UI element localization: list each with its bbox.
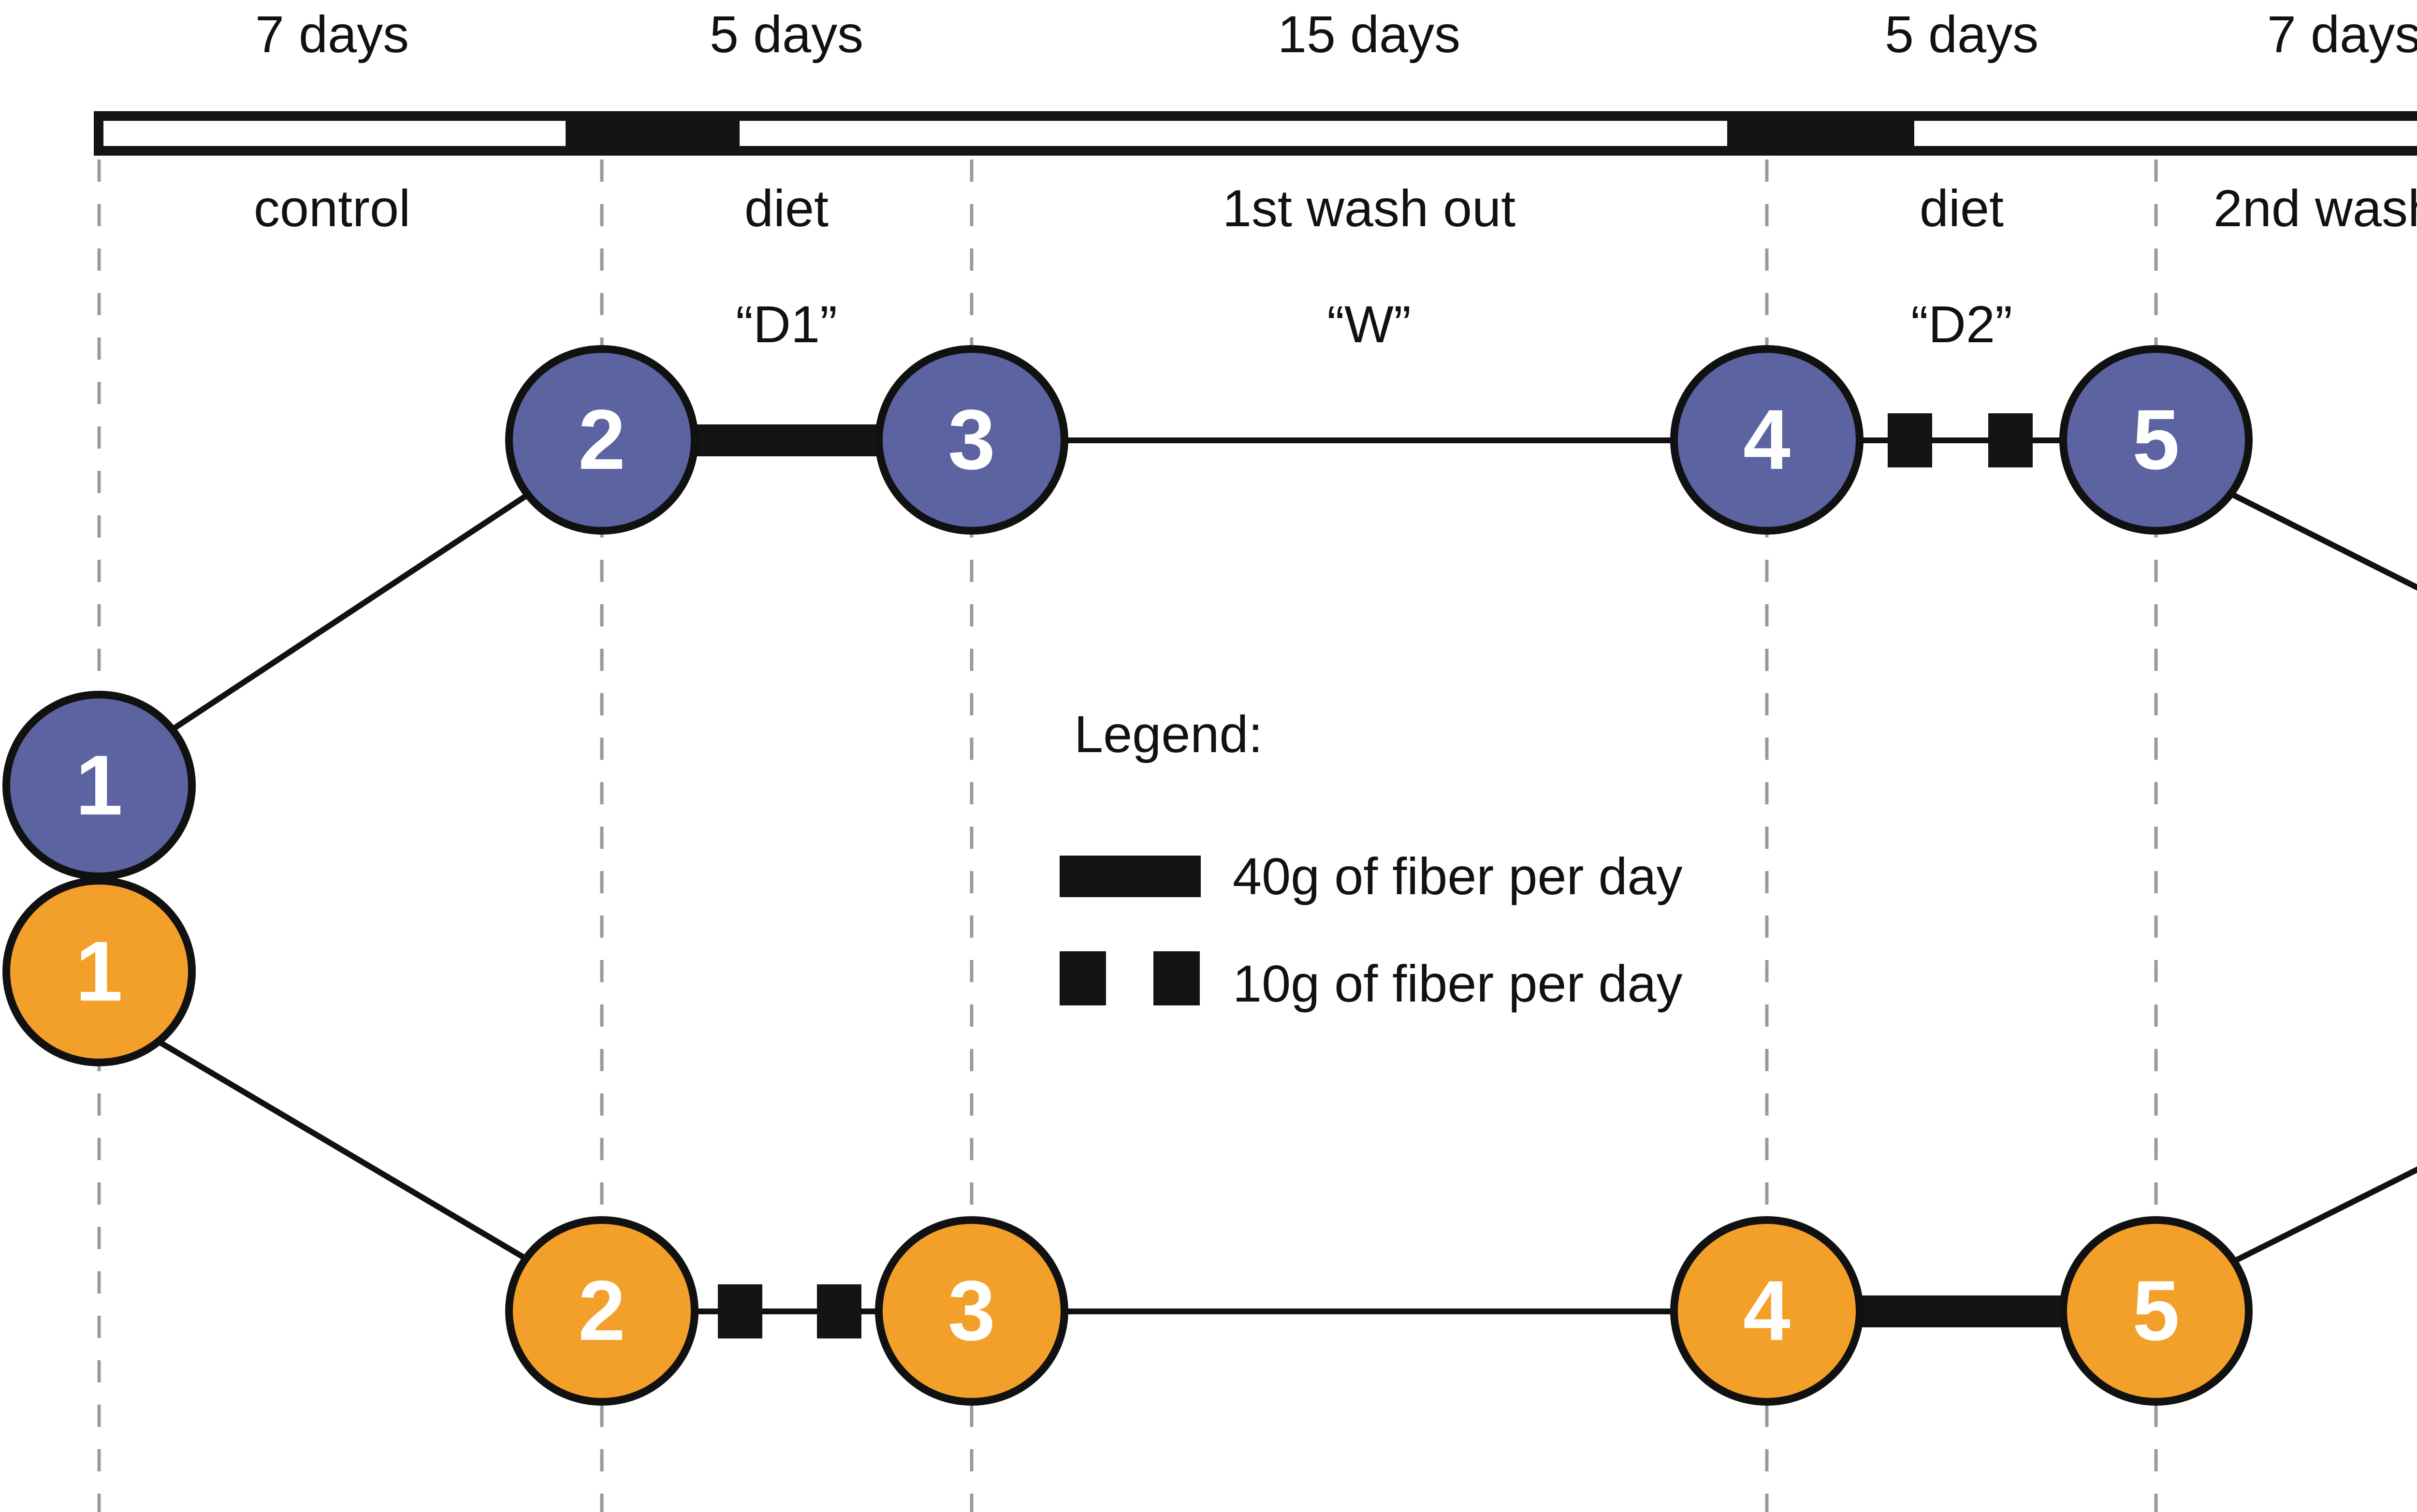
orange-link-4-5-thick <box>1842 1295 2083 1327</box>
node-orange-3-shape[interactable] <box>875 1216 1068 1406</box>
blue-link-4-5-dot-2 <box>1988 413 2033 467</box>
node-orange-1[interactable]: 1 <box>2 877 196 1066</box>
blue-link-4-5-dot-1 <box>1888 413 1932 467</box>
node-orange-5-label: 5 <box>2132 1264 2180 1358</box>
duration-label-diet-2: 5 days <box>1885 5 2038 63</box>
orange-arm-links <box>153 1036 2417 1338</box>
duration-label-washout-2: 7 days <box>2267 5 2417 63</box>
node-orange-3[interactable]: 3 <box>875 1216 1068 1406</box>
node-blue-5-shape[interactable] <box>2059 345 2253 535</box>
node-blue-5[interactable]: 5 <box>2059 345 2253 535</box>
phase-label-diet-1: diet <box>744 179 829 237</box>
node-blue-3-label: 3 <box>948 393 995 487</box>
node-blue-3[interactable]: 3 <box>875 345 1068 535</box>
duration-label-group: 7 days 5 days 15 days 5 days 7 days <box>255 5 2417 63</box>
blue-arm-links <box>170 413 2417 733</box>
period-label-w: “W” <box>1327 295 1411 353</box>
legend-label-high-fiber: 40g of fiber per day <box>1233 847 1683 905</box>
node-orange-4-shape[interactable] <box>1670 1216 1864 1406</box>
legend-item-high-fiber: 40g of fiber per day <box>1060 847 1683 905</box>
duration-label-washout-1: 15 days <box>1278 5 1460 63</box>
node-blue-5-label: 5 <box>2132 393 2180 487</box>
node-blue-2[interactable]: 2 <box>505 345 699 535</box>
period-label-d2: “D2” <box>1911 295 2012 353</box>
node-blue-2-shape[interactable] <box>505 345 699 535</box>
phase-label-washout-2: 2nd wash out <box>2213 179 2417 237</box>
node-blue-3-shape[interactable] <box>875 345 1068 535</box>
timeline-segment-diet-1 <box>566 116 740 151</box>
node-orange-4[interactable]: 4 <box>1670 1216 1864 1406</box>
node-orange-5-shape[interactable] <box>2059 1216 2253 1406</box>
node-orange-2-label: 2 <box>578 1264 626 1358</box>
blue-link-2-3-thick <box>677 424 899 456</box>
blue-arm-nodes: 1 2 3 4 5 6 <box>2 345 2253 880</box>
node-orange-1-shape[interactable] <box>2 877 196 1066</box>
period-label-d1: “D1” <box>736 295 837 353</box>
legend-item-low-fiber: 10g of fiber per day <box>1060 951 1683 1013</box>
phase-label-washout-1: 1st wash out <box>1223 179 1515 237</box>
node-orange-5[interactable]: 5 <box>2059 1216 2253 1406</box>
legend-swatch-dotted-icon-1 <box>1060 951 1106 1005</box>
duration-label-diet-1: 5 days <box>710 5 863 63</box>
orange-arm-nodes: 1 2 3 4 5 6 <box>2 877 2253 1406</box>
timeline-bar <box>94 111 2417 156</box>
node-blue-2-label: 2 <box>578 393 626 487</box>
phase-label-control: control <box>254 179 410 237</box>
node-blue-4[interactable]: 4 <box>1670 345 1864 535</box>
legend-title: Legend: <box>1074 705 1263 763</box>
blue-link-1-2 <box>170 489 534 733</box>
node-orange-1-label: 1 <box>75 924 123 1019</box>
timeline-bar-outline <box>94 111 2417 156</box>
orange-link-2-3-dot-2 <box>817 1284 861 1338</box>
node-blue-1[interactable]: 1 <box>2 691 196 880</box>
blue-link-5-6 <box>2226 489 2417 591</box>
node-orange-4-label: 4 <box>1743 1264 1791 1358</box>
node-blue-1-label: 1 <box>75 738 123 833</box>
legend-label-low-fiber: 10g of fiber per day <box>1233 954 1683 1013</box>
orange-link-1-2 <box>153 1036 531 1264</box>
legend-swatch-solid-icon <box>1060 856 1201 897</box>
legend-swatch-dotted-icon-2 <box>1153 951 1200 1005</box>
node-blue-4-shape[interactable] <box>1670 345 1864 535</box>
node-orange-2[interactable]: 2 <box>505 1216 699 1406</box>
period-label-group: “D1” “W” “D2” <box>736 295 2012 353</box>
node-orange-2-shape[interactable] <box>505 1216 699 1406</box>
orange-link-5-6 <box>2232 1166 2417 1265</box>
timeline-segment-diet-2 <box>1727 116 1914 151</box>
duration-label-control: 7 days <box>255 5 409 63</box>
legend: Legend: 40g of fiber per day 10g of fibe… <box>1060 705 1683 1013</box>
phase-label-diet-2: diet <box>1920 179 2004 237</box>
orange-link-2-3-dot-1 <box>718 1284 762 1338</box>
node-orange-3-label: 3 <box>948 1264 995 1358</box>
phase-label-group: control diet 1st wash out diet 2nd wash … <box>254 179 2417 237</box>
node-blue-4-label: 4 <box>1743 393 1791 487</box>
node-blue-1-shape[interactable] <box>2 691 196 880</box>
